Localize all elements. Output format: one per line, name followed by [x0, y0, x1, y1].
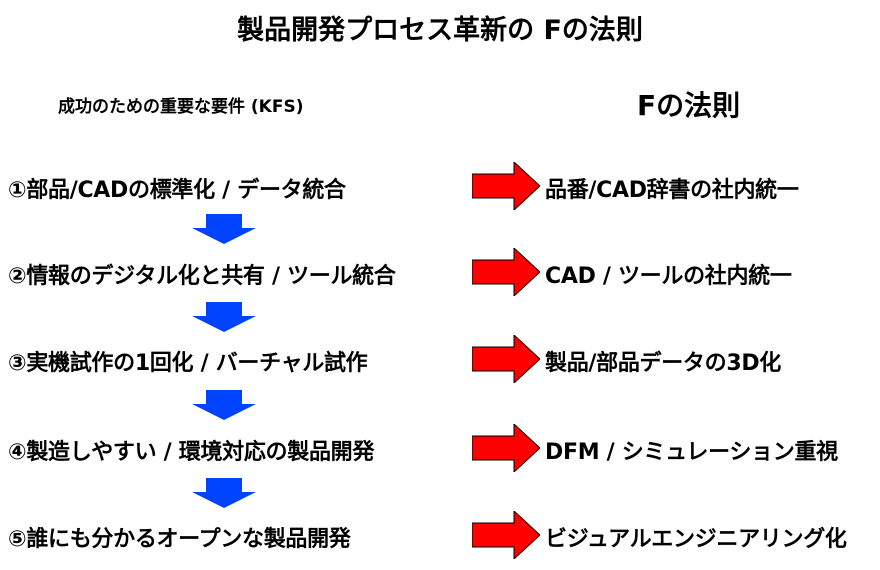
- f-law-header: Fの法則: [637, 89, 741, 122]
- right-arrow-icon: [472, 424, 540, 472]
- rule-4: DFM / シミュレーション重視: [545, 440, 838, 465]
- down-arrow-icon: [192, 214, 256, 244]
- right-arrow-icon: [472, 162, 540, 210]
- kfs-header: 成功のための重要な要件 (KFS): [58, 97, 304, 117]
- rule-1: 品番/CAD辞書の社内統一: [545, 178, 799, 203]
- down-arrow-icon: [192, 390, 256, 420]
- requirement-5: ⑤誰にも分かるオープンな製品開発: [8, 527, 351, 552]
- requirement-1: ①部品/CADの標準化 / データ統合: [8, 178, 346, 203]
- requirement-2: ②情報のデジタル化と共有 / ツール統合: [8, 264, 396, 289]
- page-title: 製品開発プロセス革新の Fの法則: [237, 15, 643, 46]
- right-arrow-icon: [472, 511, 540, 559]
- down-arrow-icon: [192, 302, 256, 332]
- requirement-3: ③実機試作の1回化 / バーチャル試作: [8, 351, 368, 376]
- right-arrow-icon: [472, 335, 540, 383]
- rule-5: ビジュアルエンジニアリング化: [545, 527, 847, 552]
- right-arrow-icon: [472, 248, 540, 296]
- requirement-4: ④製造しやすい / 環境対応の製品開発: [8, 440, 375, 465]
- down-arrow-icon: [192, 478, 256, 508]
- rule-2: CAD / ツールの社内統一: [545, 264, 792, 289]
- rule-3: 製品/部品データの3D化: [545, 351, 782, 376]
